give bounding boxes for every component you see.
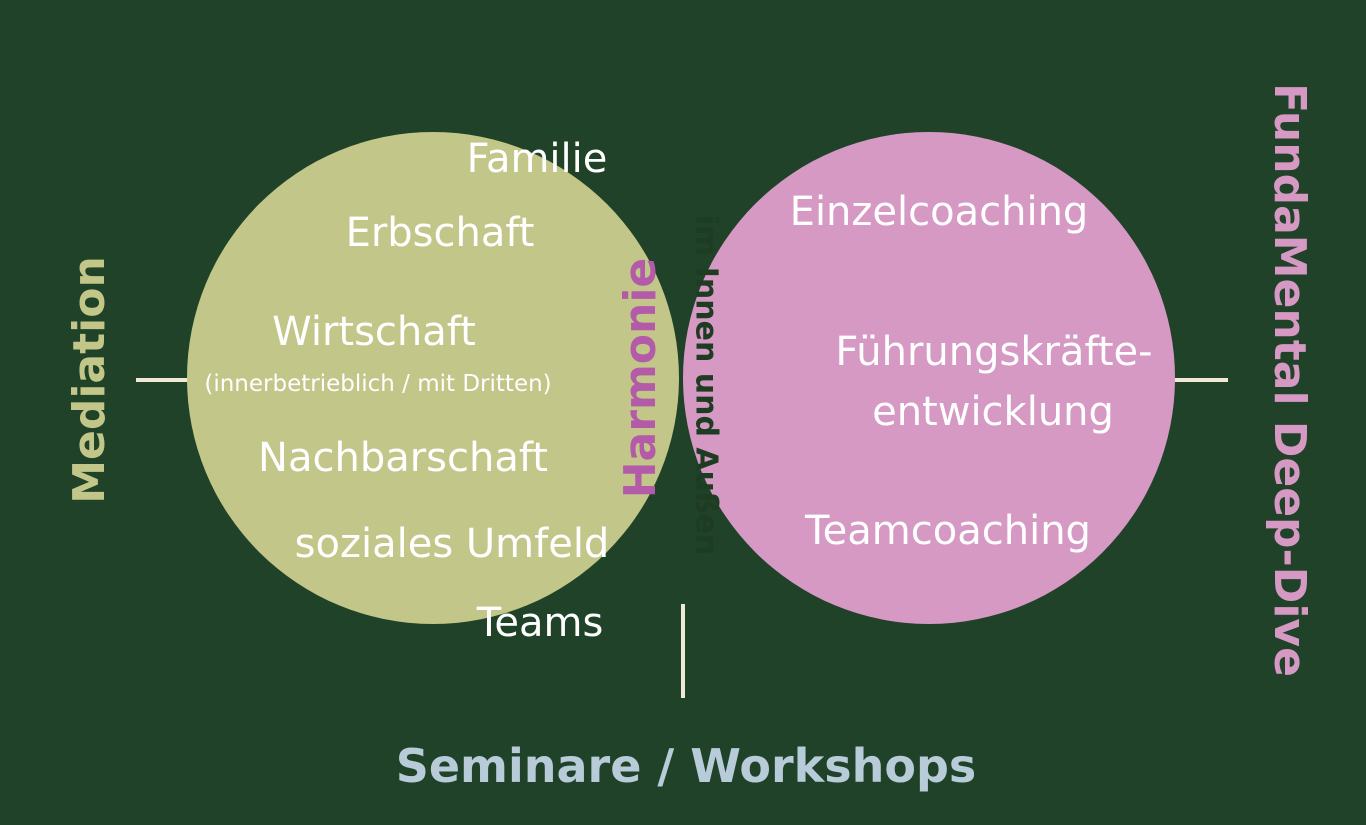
item-wirtschaft: Wirtschaft	[272, 309, 476, 355]
item-entwicklung: entwicklung	[872, 389, 1114, 435]
item-fuehrungskraefte: Führungskräfte-	[835, 329, 1152, 375]
item-teams: Teams	[476, 600, 604, 646]
item-wirtschaft-detail: (innerbetrieblich / mit Dritten)	[204, 371, 551, 397]
item-einzelcoaching: Einzelcoaching	[790, 189, 1089, 235]
fundamental-deep-dive-label: FundaMental Deep-Dive	[1264, 83, 1315, 677]
im-innen-und-aussen-label: im Innen und Außen	[689, 215, 724, 556]
seminare-workshops-label: Seminare / Workshops	[396, 739, 977, 793]
item-familie: Familie	[467, 136, 608, 182]
coaching-circle	[683, 132, 1175, 624]
mediation-label: Mediation	[64, 256, 115, 504]
harmonie-label: Harmonie	[615, 258, 666, 499]
item-nachbarschaft: Nachbarschaft	[258, 435, 548, 481]
mediation-circle	[187, 132, 679, 624]
item-teamcoaching: Teamcoaching	[804, 508, 1091, 554]
item-soziales-umfeld: soziales Umfeld	[295, 521, 610, 567]
item-erbschaft: Erbschaft	[346, 210, 535, 256]
